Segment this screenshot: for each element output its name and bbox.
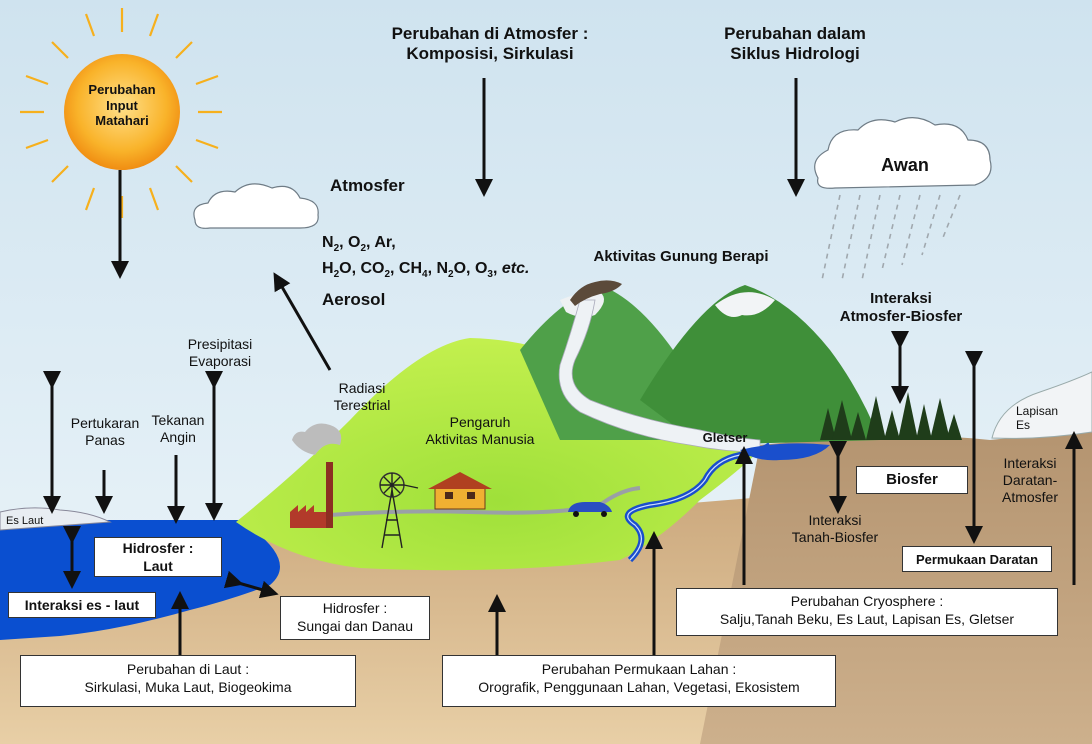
human-label: Pengaruh Aktivitas Manusia bbox=[400, 414, 560, 448]
atm-bio-line2: Atmosfer-Biosfer bbox=[839, 308, 963, 325]
soil-bio-label: Interaksi Tanah-Biosfer bbox=[770, 512, 900, 546]
mountain-front bbox=[640, 285, 880, 445]
road bbox=[329, 486, 641, 517]
glacier-label: Gletser bbox=[702, 430, 748, 445]
ice-sheet bbox=[991, 371, 1092, 439]
wind-line1: Tekanan bbox=[151, 412, 205, 428]
lake bbox=[740, 443, 830, 461]
atmosphere-change-line1: Perubahan di Atmosfer : bbox=[391, 24, 589, 43]
wind-label: Tekanan Angin bbox=[142, 412, 214, 446]
land-atm-label: Interaksi Daratan- Atmosfer bbox=[985, 455, 1075, 505]
soil-bio-line1: Interaksi bbox=[808, 512, 862, 528]
ocean-line1: Perubahan di Laut : bbox=[126, 661, 250, 677]
arrows bbox=[95, 78, 1083, 655]
sea-ice-label: Es Laut bbox=[6, 515, 44, 527]
heat-label: Pertukaran Panas bbox=[60, 415, 150, 449]
sun-rays bbox=[20, 8, 222, 218]
sun-label: Perubahan Input Matahari bbox=[70, 82, 174, 129]
precip-label: Presipitasi Evaporasi bbox=[170, 336, 270, 370]
cloud-label: Awan bbox=[881, 155, 929, 175]
precip-line2: Evaporasi bbox=[188, 352, 252, 369]
radiation-line2: Terestrial bbox=[333, 396, 391, 413]
wind-line2: Angin bbox=[160, 428, 196, 445]
atmosphere-title: Atmosfer bbox=[330, 176, 405, 195]
hydro-change-title: Perubahan dalam Siklus Hidrologi bbox=[690, 24, 900, 65]
rain-cloud bbox=[814, 117, 992, 189]
hydrosphere-sea-box: Hidrosfer : Laut bbox=[94, 537, 222, 577]
biosphere-box: Biosfer bbox=[856, 466, 968, 494]
hydro-river-line2: Sungai dan Danau bbox=[297, 617, 413, 634]
hydro-sea-line2: Laut bbox=[143, 557, 173, 574]
radiation-label: Radiasi Terestrial bbox=[316, 380, 408, 414]
landuse-change-box: Perubahan Permukaan Lahan : Orografik, P… bbox=[442, 655, 836, 707]
mountain-snow bbox=[715, 292, 775, 318]
rain bbox=[821, 194, 961, 281]
sun-line1: Perubahan bbox=[88, 82, 156, 97]
atmosphere-change-line2: Komposisi, Sirkulasi bbox=[406, 44, 574, 64]
land-atm-line1: Interaksi bbox=[1003, 455, 1057, 471]
hydro-change-line1: Perubahan dalam bbox=[724, 24, 866, 43]
heat-line1: Pertukaran bbox=[70, 415, 140, 431]
land-atm-line2: Daratan- bbox=[1002, 471, 1058, 488]
radiation-line1: Radiasi bbox=[338, 380, 386, 396]
house bbox=[428, 472, 492, 510]
double-arrows bbox=[43, 331, 983, 599]
hydro-river-line1: Hidrosfer : bbox=[322, 600, 388, 616]
atm-bio-line1: Interaksi bbox=[870, 290, 932, 307]
human-line1: Pengaruh bbox=[449, 414, 511, 430]
car bbox=[568, 502, 612, 517]
aerosol-label: Aerosol bbox=[322, 290, 386, 309]
gases-row2: H2O, CO2, CH4, N2O, O3, etc. bbox=[322, 260, 530, 281]
ocean-change-box: Perubahan di Laut : Sirkulasi, Muka Laut… bbox=[20, 655, 356, 707]
cryo-line1: Perubahan Cryosphere : bbox=[790, 593, 944, 609]
hydro-sea-line1: Hidrosfer : bbox=[122, 540, 194, 556]
forest bbox=[820, 392, 962, 440]
volcano-label: Aktivitas Gunung Berapi bbox=[593, 248, 769, 265]
sun-line3: Matahari bbox=[95, 113, 149, 129]
sun bbox=[64, 54, 180, 170]
land-atm-line3: Atmosfer bbox=[1001, 488, 1058, 505]
cryosphere-box: Perubahan Cryosphere : Salju,Tanah Beku,… bbox=[676, 588, 1058, 636]
windmill bbox=[379, 472, 419, 549]
sun-line2: Input bbox=[106, 97, 138, 113]
ice-sheet-label: Lapisan Es bbox=[1016, 404, 1076, 433]
darrow-river bbox=[223, 570, 279, 599]
human-line2: Aktivitas Manusia bbox=[425, 430, 535, 447]
precip-line1: Presipitasi bbox=[187, 336, 253, 352]
hydrosphere-river-box: Hidrosfer : Sungai dan Danau bbox=[280, 596, 430, 640]
hydro-change-line2: Siklus Hidrologi bbox=[730, 44, 860, 64]
ice-sea-box: Interaksi es - laut bbox=[8, 592, 156, 618]
ice-sheet-line1: Lapisan bbox=[1016, 404, 1059, 418]
landuse-line2: Orografik, Penggunaan Lahan, Vegetasi, E… bbox=[478, 678, 800, 695]
soil-bio-line2: Tanah-Biosfer bbox=[791, 528, 879, 545]
atmosphere-change-title: Perubahan di Atmosfer : Komposisi, Sirku… bbox=[370, 24, 610, 65]
volcano-smoke bbox=[570, 280, 622, 306]
small-cloud bbox=[193, 183, 319, 229]
ocean-line2: Sirkulasi, Muka Laut, Biogeokima bbox=[84, 678, 292, 695]
atm-bio-label: Interaksi Atmosfer-Biosfer bbox=[826, 290, 976, 326]
arrow-radiation bbox=[273, 272, 332, 371]
factory bbox=[290, 423, 342, 528]
ice-sheet-line2: Es bbox=[1016, 418, 1031, 433]
cryo-line2: Salju,Tanah Beku, Es Laut, Lapisan Es, G… bbox=[719, 610, 1015, 627]
gases-row1: N2, O2, Ar, bbox=[322, 234, 396, 255]
landuse-line1: Perubahan Permukaan Lahan : bbox=[541, 661, 737, 677]
land-surface-box: Permukaan Daratan bbox=[902, 546, 1052, 572]
heat-line2: Panas bbox=[85, 431, 125, 448]
